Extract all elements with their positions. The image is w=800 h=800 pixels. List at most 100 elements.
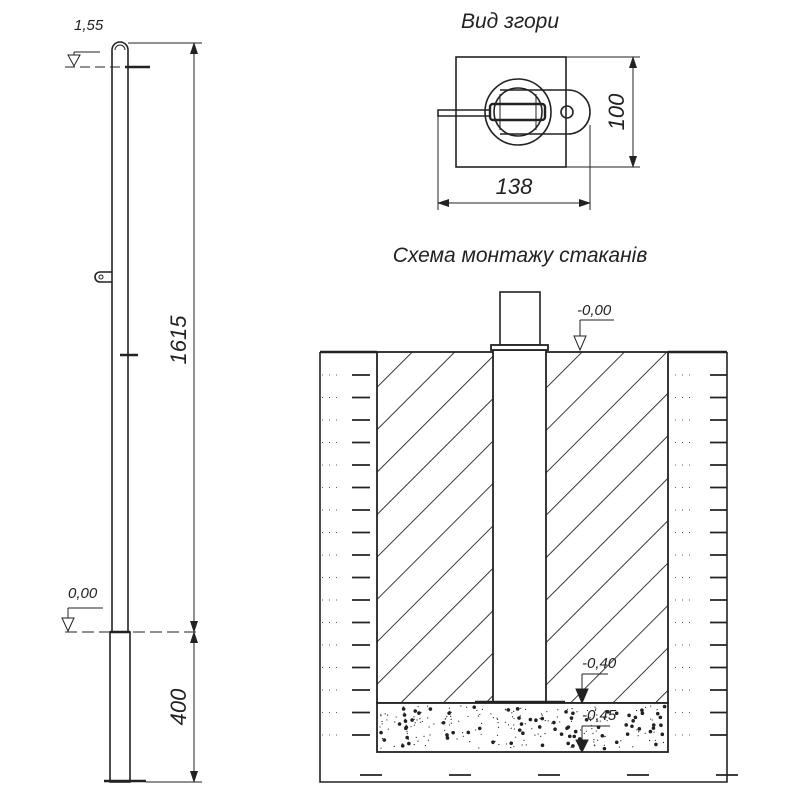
gravel-dot (600, 734, 605, 738)
gravel-dot (448, 724, 451, 726)
gravel-dot (441, 720, 446, 725)
gravel-dot (546, 711, 548, 713)
dim-height-label: 1615 (166, 315, 191, 365)
gravel-dot (477, 715, 479, 717)
gravel-dot (649, 718, 652, 720)
gravel-dot (571, 707, 573, 710)
gravel-dot (379, 726, 381, 728)
level-mark-base-bottom: -0,45 (575, 707, 617, 754)
gravel-dot (496, 734, 499, 736)
gravel-dot (632, 746, 634, 748)
gravel-dot (494, 740, 496, 743)
gravel-dot (401, 707, 406, 711)
gravel-dot (420, 711, 422, 713)
gravel-dot (540, 743, 545, 748)
gravel-dot (553, 727, 557, 732)
gravel-dot (655, 711, 660, 716)
gravel-dot (456, 738, 458, 740)
gravel-dot (648, 729, 653, 734)
gravel-dot (491, 740, 495, 744)
gravel-dot (511, 716, 514, 718)
gravel-dot (564, 710, 568, 714)
gravel-dot (414, 722, 416, 724)
gravel-dot (565, 726, 569, 731)
level-mark-top: 1,55 (67, 17, 104, 68)
svg-text:-0,00: -0,00 (577, 302, 612, 319)
gravel-dot (534, 718, 538, 723)
gravel-dot (556, 716, 558, 718)
gravel-dot (599, 720, 601, 722)
pole-side-view: 1615 400 1,55 0,00 (61, 17, 202, 783)
gravel-dot (478, 747, 480, 749)
gravel-dot (519, 715, 521, 717)
gravel-dot (602, 746, 607, 751)
gravel-dot (570, 720, 573, 722)
gravel-dot (477, 726, 482, 731)
latch-rod (437, 109, 491, 117)
gravel-dot (476, 709, 478, 712)
gravel-dot (631, 719, 635, 723)
gravel-dot (638, 731, 640, 733)
svg-text:-0,40: -0,40 (582, 655, 617, 672)
gravel-dot (481, 708, 484, 710)
gravel-dot (547, 720, 549, 722)
gravel-dot (427, 705, 429, 707)
gravel-dot (654, 742, 658, 747)
gravel-dot (513, 745, 515, 748)
gravel-dot (585, 730, 587, 732)
gravel-dot (544, 720, 546, 722)
pole-shaft (111, 41, 129, 632)
gravel-dot (510, 746, 512, 749)
gravel-dot (540, 713, 543, 715)
gravel-dot (444, 718, 446, 720)
gravel-dot (528, 717, 533, 722)
gravel-dot (620, 740, 622, 742)
gravel-dot (428, 707, 433, 711)
gravel-dot (661, 725, 663, 728)
pole-stake (109, 631, 131, 783)
gravel-dot (461, 732, 464, 734)
gravel-dot (540, 735, 542, 737)
soil-pit (319, 352, 728, 783)
gravel-dot (596, 739, 599, 741)
top-view: Вид згори 138 100 (437, 10, 640, 210)
gravel-dot (382, 738, 387, 742)
gravel-dot (540, 716, 545, 721)
gravel-dot (419, 718, 421, 720)
gravel-dot (593, 739, 595, 741)
gravel-dot (519, 722, 524, 726)
gravel-dot (466, 730, 471, 735)
gravel-dot (651, 719, 653, 721)
gravel-dot (450, 718, 452, 720)
gravel-dot (552, 720, 556, 725)
gravel-dot (521, 724, 523, 726)
gravel-dot (393, 745, 395, 747)
gravel-dot (650, 705, 652, 707)
gravel-dot (618, 746, 621, 748)
gravel-dot (462, 735, 464, 737)
gravel-dot (594, 709, 597, 711)
gravel-dot (467, 715, 469, 718)
gravel-dot (520, 707, 522, 709)
gravel-dot (576, 711, 578, 713)
dim-depth-label: 100 (604, 93, 629, 130)
gravel-dot (406, 730, 408, 732)
gravel-dot (570, 746, 572, 748)
gravel-dot (447, 711, 451, 715)
gravel-dot (644, 706, 647, 709)
gravel-dot (606, 709, 610, 714)
gravel-dot (606, 720, 608, 722)
level-mark-ground: -0,00 (573, 302, 614, 352)
gravel-dot (450, 711, 452, 713)
gravel-dot (586, 709, 589, 712)
gravel-dot (566, 741, 570, 746)
gravel-dot (400, 744, 405, 748)
gravel-dot (405, 735, 409, 740)
gravel-dot (451, 730, 455, 735)
gravel-dot (557, 709, 559, 711)
gravel-dot (505, 743, 508, 745)
gravel-dot (479, 713, 481, 716)
gravel-dot (589, 719, 592, 722)
